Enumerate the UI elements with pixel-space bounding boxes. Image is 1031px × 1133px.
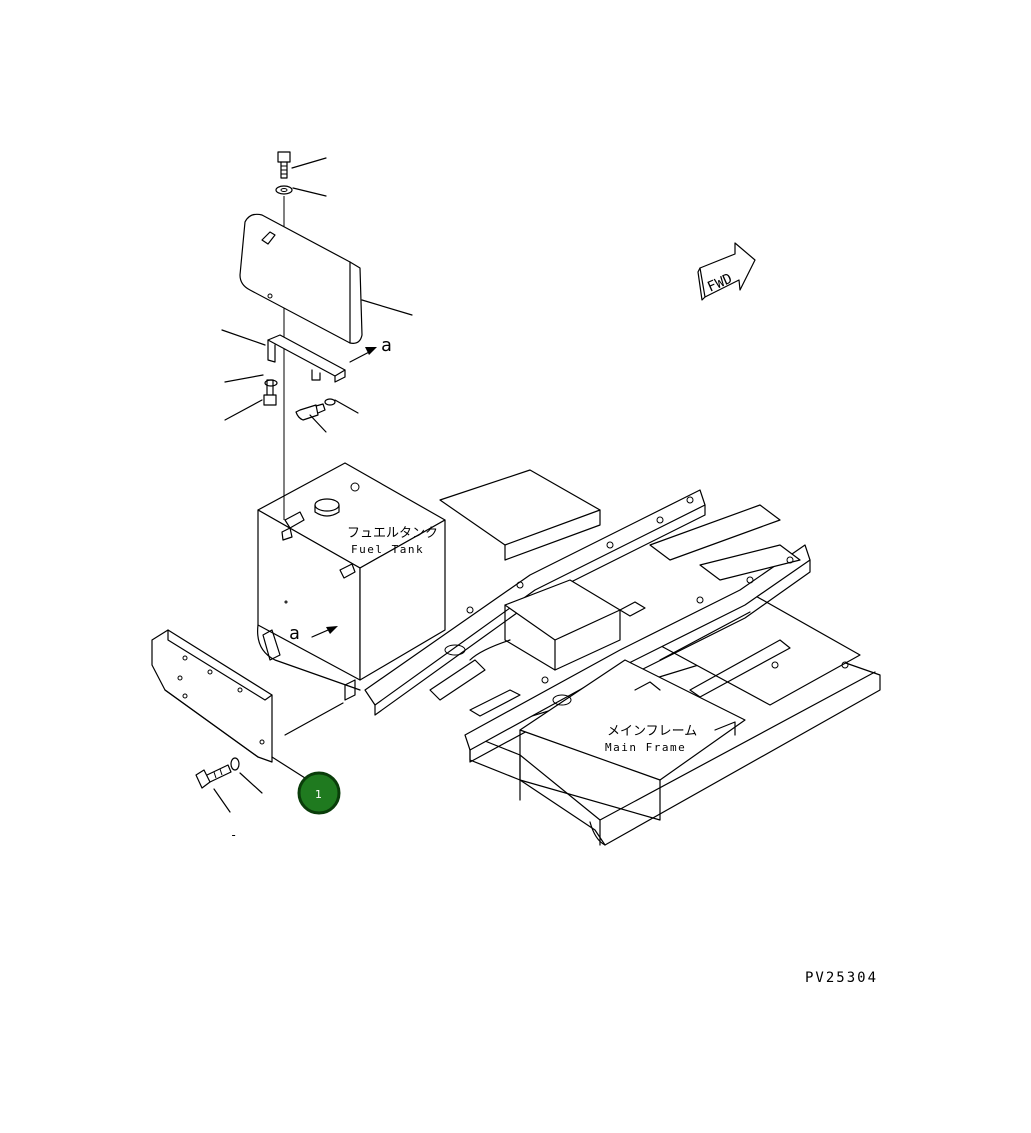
fuel-tank-label-jp: フュエルタンク	[347, 526, 438, 541]
fwd-direction-icon: FWD	[697, 242, 756, 301]
callout-number: 1	[315, 788, 322, 801]
upper-guard-assembly	[221, 151, 413, 520]
view-marker-upper: a	[381, 335, 392, 356]
main-frame-label-jp: メインフレーム	[607, 724, 697, 739]
main-frame-label-en: Main Frame	[605, 741, 686, 754]
view-marker-lower: a	[289, 623, 300, 644]
drawing-code: PV25304	[805, 970, 878, 986]
small-mark: -	[230, 828, 237, 842]
callout-1-button[interactable]: 1	[297, 771, 341, 815]
side-cover-assembly	[151, 629, 344, 813]
main-frame-drawing	[364, 469, 881, 846]
fuel-tank-drawing	[257, 462, 446, 701]
fuel-tank-label-en: Fuel Tank	[351, 543, 424, 556]
